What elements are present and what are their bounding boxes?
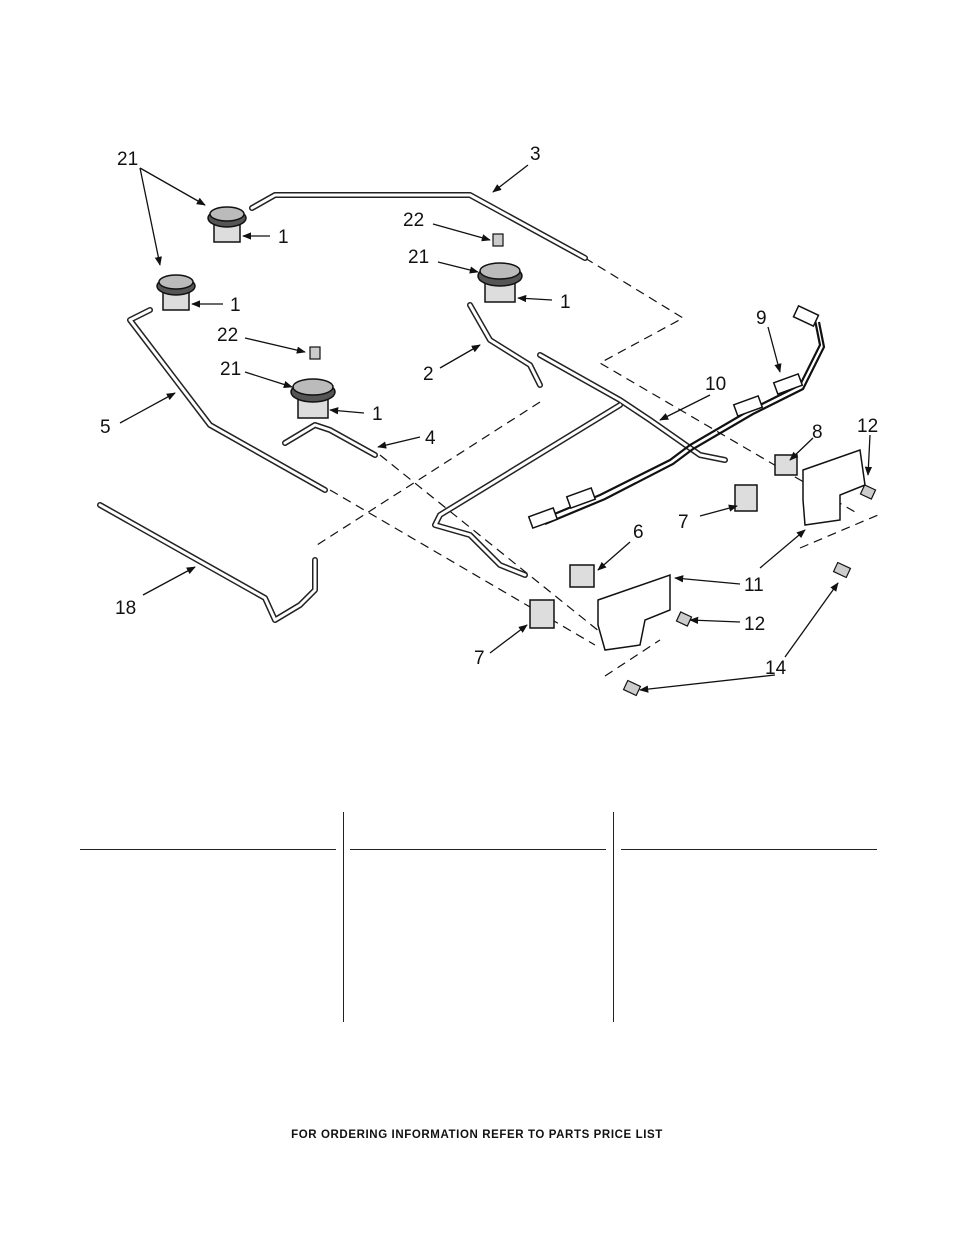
tube-part-2 — [467, 302, 543, 388]
callout-2: 2 — [423, 364, 434, 385]
wire-harness — [539, 319, 826, 526]
callout-5: 5 — [100, 417, 111, 438]
callout-8: 8 — [812, 422, 823, 443]
valve-7b — [734, 484, 758, 512]
callout-1: 1 — [372, 404, 383, 425]
table-header-rule — [80, 849, 336, 850]
valve-6 — [569, 564, 595, 588]
callout-22: 22 — [217, 325, 238, 346]
callout-7: 7 — [474, 648, 485, 669]
footer-note: FOR ORDERING INFORMATION REFER TO PARTS … — [291, 1129, 663, 1141]
burner-3 — [477, 262, 523, 303]
callout-21: 21 — [408, 247, 429, 268]
callout-12: 12 — [857, 416, 878, 437]
leader-arrows — [119, 164, 873, 693]
callout-12: 12 — [744, 614, 765, 635]
wire-connectors — [527, 304, 820, 530]
screws-12-14 — [622, 484, 877, 697]
burner-4 — [290, 378, 336, 419]
burner-1 — [207, 206, 247, 243]
burner-bases — [156, 206, 523, 419]
callout-21: 21 — [220, 359, 241, 380]
screws-22 — [309, 233, 504, 360]
callout-7: 7 — [678, 512, 689, 533]
callout-3: 3 — [530, 144, 541, 165]
callout-21: 21 — [117, 149, 138, 170]
table-divider — [613, 812, 614, 1022]
valve-8 — [774, 454, 798, 476]
callout-1: 1 — [278, 227, 289, 248]
callout-18: 18 — [115, 598, 136, 619]
valve-7a — [529, 599, 555, 629]
valves — [529, 454, 798, 629]
callout-1: 1 — [230, 295, 241, 316]
parts-diagram: 21 1 1 3 22 21 1 22 21 1 4 5 2 9 10 8 12… — [97, 144, 879, 697]
callout-4: 4 — [425, 428, 436, 449]
table-header-rule — [621, 849, 877, 850]
table-divider — [343, 812, 344, 1022]
callout-11: 11 — [744, 575, 764, 596]
callout-9: 9 — [756, 308, 767, 329]
table-header-rule — [350, 849, 606, 850]
callout-10: 10 — [705, 374, 726, 395]
callout-14: 14 — [765, 658, 787, 679]
burner-2 — [156, 274, 196, 311]
callout-labels: 21 1 1 3 22 21 1 22 21 1 4 5 2 9 10 8 12… — [100, 144, 878, 679]
callout-1: 1 — [560, 292, 571, 313]
brackets — [597, 448, 866, 651]
callout-6: 6 — [633, 522, 644, 543]
callout-22: 22 — [403, 210, 424, 231]
